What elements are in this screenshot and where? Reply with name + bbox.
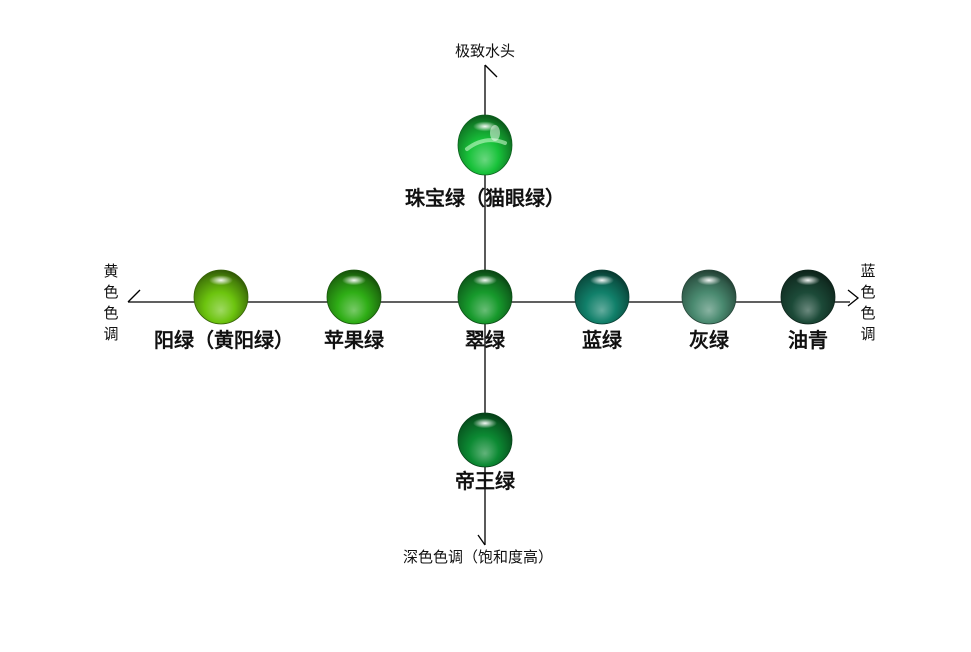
gem-highlight (473, 275, 497, 286)
gem-bead (457, 269, 513, 325)
axis-label-right-char: 调 (860, 325, 875, 343)
axis-label-right-char: 色 (860, 283, 875, 301)
gem-bead (457, 412, 513, 468)
left-arrow-head (127, 289, 141, 303)
gem-bead (780, 269, 836, 325)
gem-label: 阳绿（黄阳绿） (154, 328, 294, 352)
top-arrow-head (484, 64, 498, 78)
axis-label-bottom: 深色色调（饱和度高） (403, 548, 553, 566)
gem-bead (574, 269, 630, 325)
cats-eye-streak (465, 138, 507, 151)
axis-label-left-char: 调 (103, 325, 118, 343)
bottom-arrow-head (477, 534, 486, 546)
gem-lanlv: 蓝绿 (574, 269, 630, 352)
gem-label: 苹果绿 (324, 328, 385, 352)
gem-diwanglv: 帝王绿 (455, 412, 516, 493)
axis-label-top: 极致水头 (455, 42, 515, 60)
gem-label: 珠宝绿（猫眼绿） (405, 186, 565, 210)
gem-cuilv: 翠绿 (457, 269, 513, 352)
axis-label-right-char: 色 (860, 304, 875, 322)
axis-label-right: 蓝 色 色 调 (860, 262, 875, 343)
axis-label-left-char: 色 (103, 304, 118, 322)
gem-huilv: 灰绿 (681, 269, 737, 352)
gem-bead (193, 269, 249, 325)
axis-label-left: 黄 色 色 调 (103, 262, 118, 343)
gem-youqing: 油青 (780, 269, 836, 352)
gem-zhubaolv: 珠宝绿（猫眼绿） (405, 114, 565, 210)
gem-highlight (697, 275, 721, 286)
axis-label-left-char: 色 (103, 283, 118, 301)
gem-highlight (590, 275, 614, 286)
axis-label-right-char: 蓝 (860, 262, 875, 280)
gem-highlight (342, 275, 366, 286)
gem-label: 灰绿 (689, 328, 730, 352)
gem-label: 蓝绿 (582, 328, 623, 352)
gem-pingguolv: 苹果绿 (324, 269, 385, 352)
axis-label-left-char: 黄 (103, 262, 118, 280)
gem-label: 帝王绿 (455, 469, 516, 493)
gem-sparkle (490, 125, 500, 141)
gem-label: 油青 (788, 328, 828, 352)
gem-yanglv: 阳绿（黄阳绿） (154, 269, 294, 352)
gem-label: 翠绿 (465, 328, 506, 352)
gem-bead (326, 269, 382, 325)
gem-highlight (473, 418, 497, 429)
right-arrow-head (847, 289, 860, 307)
gem-highlight (209, 275, 233, 286)
gem-bead (681, 269, 737, 325)
gem-highlight (796, 275, 820, 286)
